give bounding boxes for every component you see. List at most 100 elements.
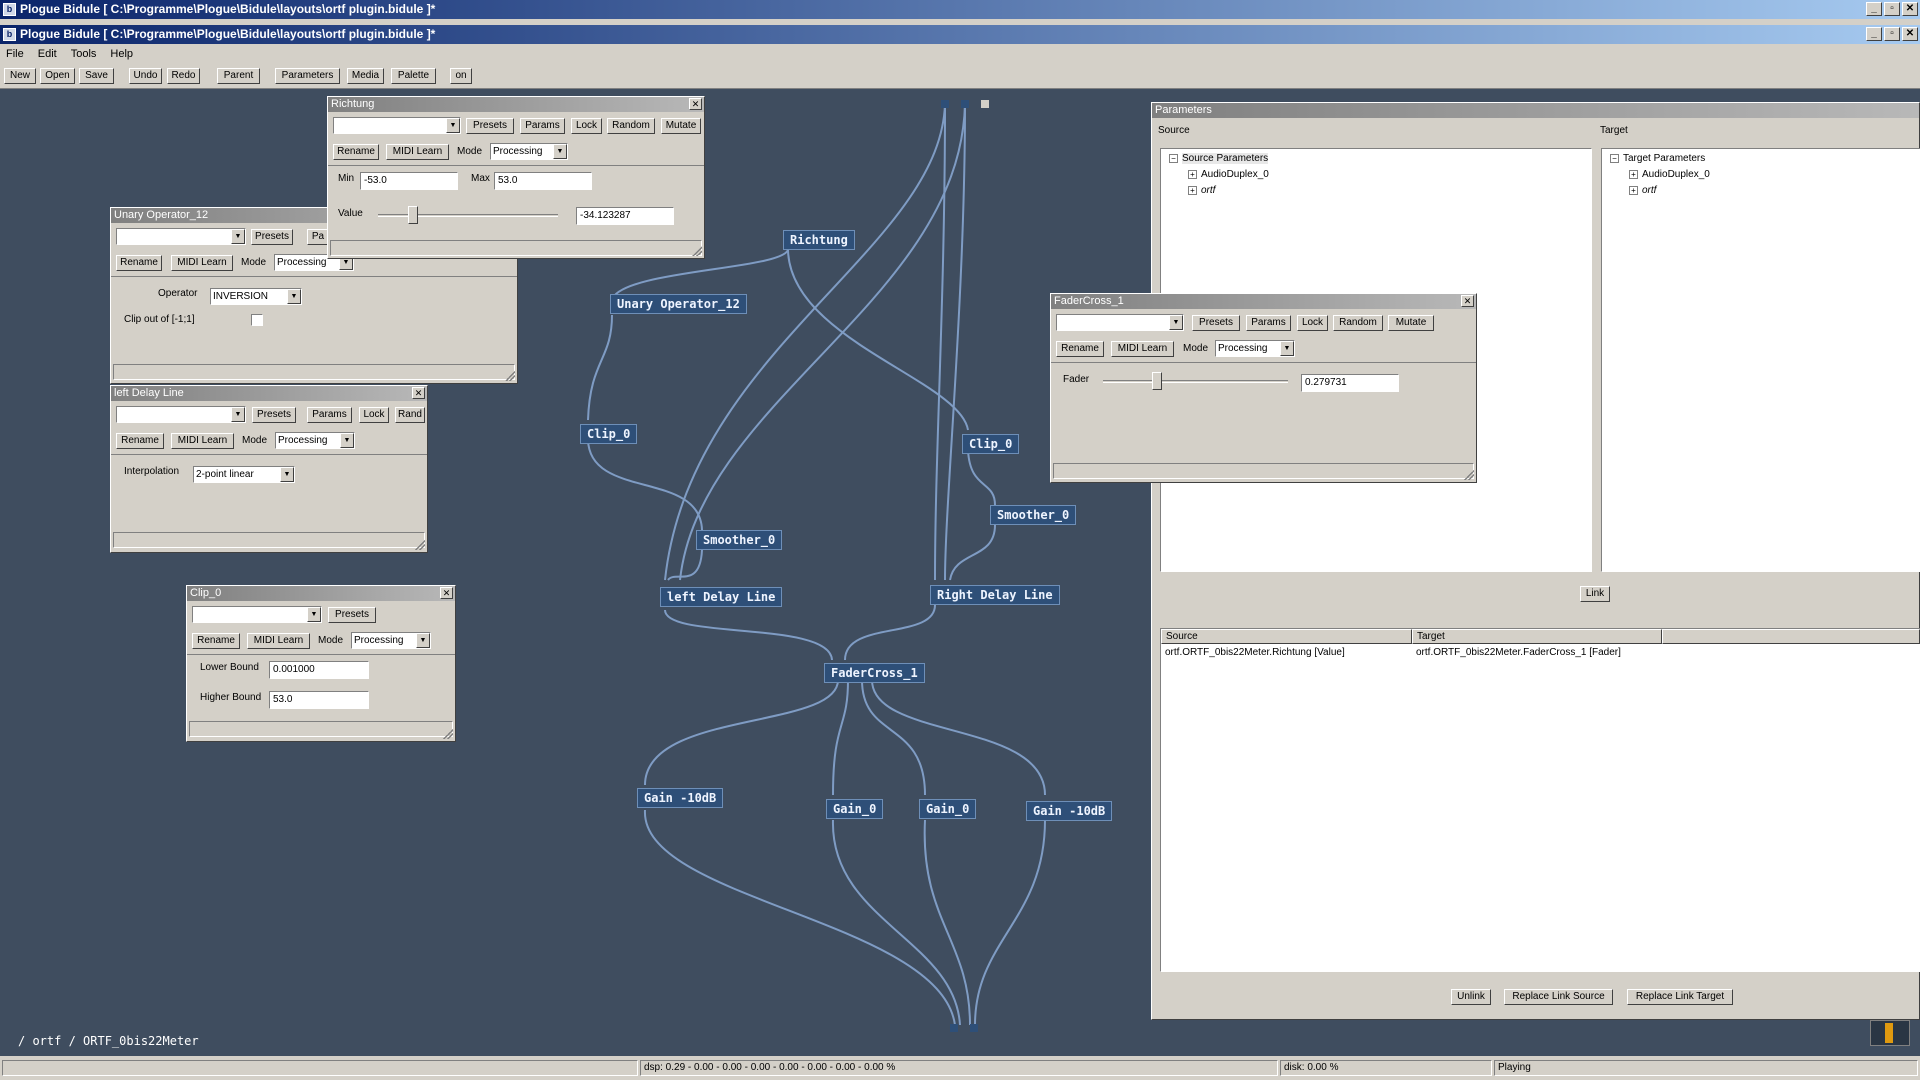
parent-button[interactable]: Parent xyxy=(217,68,260,84)
random-button[interactable]: Random xyxy=(1333,315,1383,331)
lock-button[interactable]: Lock xyxy=(359,407,389,423)
link-row-target[interactable]: ortf.ORTF_0bis22Meter.FaderCross_1 [Fade… xyxy=(1416,647,1621,658)
node-smoother-left[interactable]: Smoother_0 xyxy=(696,530,783,550)
lock-button[interactable]: Lock xyxy=(571,118,602,134)
background-window-titlebar[interactable]: b Plogue Bidule [ C:\Programme\Plogue\Bi… xyxy=(0,0,1920,19)
node-clip-right[interactable]: Clip_0 xyxy=(962,434,1020,454)
tree-node-audioduplex[interactable]: +AudioDuplex_0 xyxy=(1188,169,1269,180)
resize-grip-icon[interactable] xyxy=(443,729,453,739)
redo-button[interactable]: Redo xyxy=(167,68,200,84)
minimize-icon[interactable]: _ xyxy=(1866,27,1882,41)
restore-icon[interactable]: ▫ xyxy=(1884,27,1900,41)
close-icon[interactable]: ✕ xyxy=(1461,295,1474,307)
mode-combo[interactable]: Processing▼ xyxy=(351,632,431,649)
open-button[interactable]: Open xyxy=(40,68,75,84)
close-icon[interactable]: ✕ xyxy=(1902,2,1918,16)
node-fadercross[interactable]: FaderCross_1 xyxy=(824,663,925,683)
clip-window[interactable]: Clip_0✕ ▼ Presets Rename MIDI Learn Mode… xyxy=(186,585,456,742)
mode-combo[interactable]: Processing▼ xyxy=(490,143,568,160)
node-gain-0-1[interactable]: Gain_0 xyxy=(826,799,884,819)
restore-icon[interactable]: ▫ xyxy=(1884,2,1900,16)
operator-combo[interactable]: INVERSION▼ xyxy=(210,288,302,305)
main-window-titlebar[interactable]: b Plogue Bidule [ C:\Programme\Plogue\Bi… xyxy=(0,25,1920,44)
parameters-window[interactable]: Parameters Source Target −Source Paramet… xyxy=(1151,102,1920,1020)
midi-learn-button[interactable]: MIDI Learn xyxy=(386,144,449,160)
new-button[interactable]: New xyxy=(4,68,36,84)
close-icon[interactable]: ✕ xyxy=(412,387,425,399)
column-header-source[interactable]: Source xyxy=(1161,629,1412,644)
fadercross-window[interactable]: FaderCross_1✕ ▼ Presets Params Lock Rand… xyxy=(1050,293,1477,483)
random-button[interactable]: Random xyxy=(607,118,655,134)
collapse-icon[interactable]: − xyxy=(1610,153,1619,163)
random-button[interactable]: Rand xyxy=(395,407,425,423)
expand-icon[interactable]: + xyxy=(1188,169,1197,179)
menu-file[interactable]: File xyxy=(6,48,24,60)
expand-icon[interactable]: + xyxy=(1188,185,1197,195)
save-button[interactable]: Save xyxy=(79,68,114,84)
expand-icon[interactable]: + xyxy=(1629,169,1638,179)
node-unary-operator[interactable]: Unary Operator_12 xyxy=(610,294,747,314)
mutate-button[interactable]: Mutate xyxy=(1388,315,1434,331)
links-list[interactable]: Source Target ortf.ORTF_0bis22Meter.Rich… xyxy=(1160,628,1920,972)
mode-combo[interactable]: Processing▼ xyxy=(1215,340,1295,357)
menu-help[interactable]: Help xyxy=(110,48,134,60)
presets-combo[interactable]: ▼ xyxy=(116,406,246,423)
node-smoother-right[interactable]: Smoother_0 xyxy=(990,505,1077,525)
presets-combo[interactable]: ▼ xyxy=(1056,314,1184,331)
slider-thumb[interactable] xyxy=(1152,372,1162,390)
target-tree[interactable]: −Target Parameters +AudioDuplex_0 +ortf xyxy=(1601,148,1920,572)
close-icon[interactable]: ✕ xyxy=(440,587,453,599)
left-delay-line-window[interactable]: left Delay Line✕ ▼ Presets Params Lock R… xyxy=(110,385,428,553)
midi-learn-button[interactable]: MIDI Learn xyxy=(1111,341,1174,357)
resize-grip-icon[interactable] xyxy=(415,540,425,550)
media-button[interactable]: Media xyxy=(347,68,384,84)
node-clip-left[interactable]: Clip_0 xyxy=(580,424,638,444)
presets-combo[interactable]: ▼ xyxy=(192,606,322,623)
node-richtung[interactable]: Richtung xyxy=(783,230,855,250)
value-slider[interactable] xyxy=(378,205,558,225)
params-button[interactable]: Pa xyxy=(307,229,329,245)
node-left-delay-line[interactable]: left Delay Line xyxy=(660,587,783,607)
clip-checkbox[interactable] xyxy=(251,314,263,326)
node-gain-10db-1[interactable]: Gain -10dB xyxy=(637,788,724,808)
fader-value-field[interactable]: 0.279731 xyxy=(1301,374,1399,392)
parameters-button[interactable]: Parameters xyxy=(275,68,340,84)
rename-button[interactable]: Rename xyxy=(116,255,162,271)
params-button[interactable]: Params xyxy=(520,118,565,134)
higher-bound-field[interactable]: 53.0 xyxy=(269,691,369,709)
tree-node-audioduplex[interactable]: +AudioDuplex_0 xyxy=(1629,169,1710,180)
presets-button[interactable]: Presets xyxy=(1192,315,1240,331)
rename-button[interactable]: Rename xyxy=(116,433,164,449)
link-row-source[interactable]: ortf.ORTF_0bis22Meter.Richtung [Value] xyxy=(1165,647,1345,658)
richtung-window[interactable]: Richtung✕ ▼ Presets Params Lock Random M… xyxy=(327,96,705,259)
midi-learn-button[interactable]: MIDI Learn xyxy=(247,633,310,649)
tree-node-ortf[interactable]: +ortf xyxy=(1629,185,1656,196)
replace-link-target-button[interactable]: Replace Link Target xyxy=(1627,989,1733,1005)
resize-grip-icon[interactable] xyxy=(505,371,515,381)
mode-combo[interactable]: Processing▼ xyxy=(275,432,355,449)
midi-learn-button[interactable]: MIDI Learn xyxy=(171,255,233,271)
unary-operator-window[interactable]: Unary Operator_12 ▼ Presets Pa Rename MI… xyxy=(110,207,518,384)
unlink-button[interactable]: Unlink xyxy=(1451,989,1491,1005)
rename-button[interactable]: Rename xyxy=(333,144,379,160)
presets-button[interactable]: Presets xyxy=(328,607,376,623)
midi-learn-button[interactable]: MIDI Learn xyxy=(171,433,234,449)
palette-button[interactable]: Palette xyxy=(391,68,436,84)
rename-button[interactable]: Rename xyxy=(192,633,240,649)
slider-thumb[interactable] xyxy=(408,206,418,224)
presets-button[interactable]: Presets xyxy=(252,407,296,423)
params-button[interactable]: Params xyxy=(307,407,352,423)
presets-button[interactable]: Presets xyxy=(466,118,514,134)
link-button[interactable]: Link xyxy=(1580,586,1610,602)
menu-edit[interactable]: Edit xyxy=(37,48,57,60)
close-icon[interactable]: ✕ xyxy=(1902,27,1918,41)
tree-node-source-params[interactable]: −Source Parameters xyxy=(1169,153,1269,164)
on-button[interactable]: on xyxy=(450,68,472,84)
minimize-icon[interactable]: _ xyxy=(1866,2,1882,16)
node-gain-10db-2[interactable]: Gain -10dB xyxy=(1026,801,1113,821)
rename-button[interactable]: Rename xyxy=(1056,341,1104,357)
presets-combo[interactable]: ▼ xyxy=(333,117,461,134)
lower-bound-field[interactable]: 0.001000 xyxy=(269,661,369,679)
node-right-delay-line[interactable]: Right Delay Line xyxy=(930,585,1060,605)
menu-tools[interactable]: Tools xyxy=(70,48,97,60)
